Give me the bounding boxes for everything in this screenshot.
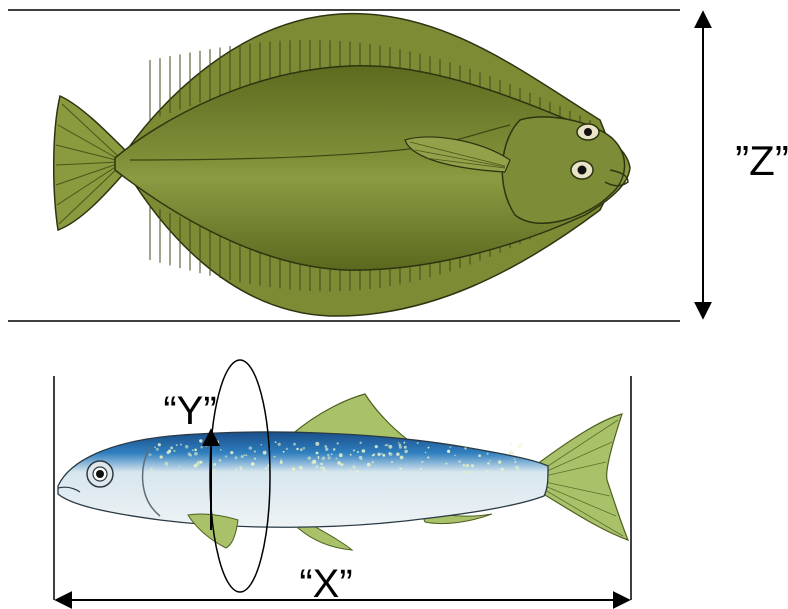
y-label: “Y” — [163, 389, 216, 433]
flatfish-eye-lower — [571, 161, 593, 179]
flatfish-illustration: ”Z” — [8, 10, 788, 321]
flatfish-head — [502, 117, 624, 223]
z-label: ”Z” — [735, 137, 788, 184]
herring-tail — [540, 414, 628, 540]
x-label: “X” — [299, 562, 352, 606]
flatfish-eye-upper — [577, 124, 599, 140]
herring-body — [58, 432, 548, 527]
herring-illustration: “Y” “X” — [54, 360, 631, 606]
herring-eye — [87, 461, 113, 487]
